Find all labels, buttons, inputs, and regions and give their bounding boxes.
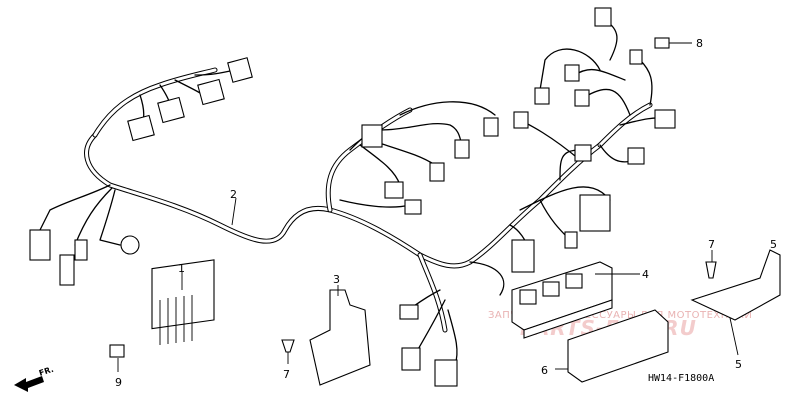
- connector: [361, 124, 383, 148]
- callout-3: 3: [333, 273, 340, 286]
- bolt: [654, 37, 670, 49]
- connector: [74, 239, 88, 261]
- connectors: [29, 7, 676, 387]
- connector: [120, 235, 140, 255]
- callout-7: 7: [283, 368, 290, 381]
- front-direction-indicator: FR.: [14, 365, 55, 392]
- connector: [404, 199, 422, 215]
- connector: [127, 114, 155, 142]
- clip: [705, 261, 717, 279]
- connector: [399, 304, 419, 320]
- connector: [654, 109, 676, 129]
- connector: [227, 57, 253, 83]
- fuse-box-cover: [567, 309, 669, 383]
- connector: [483, 117, 499, 137]
- connector: [157, 96, 185, 124]
- connector: [629, 49, 643, 65]
- callouts: 1 2 3 4 5 5 6 7 7 8 9: [115, 37, 777, 389]
- callout-1: 1: [178, 262, 185, 275]
- leader-lines: [117, 42, 739, 372]
- connector: [59, 254, 75, 286]
- connector: [579, 194, 611, 232]
- connector: [594, 7, 612, 27]
- callout-6: 6: [541, 364, 548, 377]
- connector: [564, 231, 578, 249]
- connector: [454, 139, 470, 159]
- connector: [574, 144, 592, 162]
- branch-wires: [39, 19, 666, 366]
- clip: [281, 339, 295, 353]
- arrow-left-icon: [14, 376, 44, 392]
- connector: [627, 147, 645, 165]
- callout-7: 7: [708, 238, 715, 251]
- connector: [401, 347, 421, 371]
- direction-label: FR.: [38, 365, 55, 378]
- connector: [384, 181, 404, 199]
- connector: [511, 239, 535, 273]
- callout-4: 4: [642, 268, 649, 281]
- callout-8: 8: [696, 37, 703, 50]
- bracket: [309, 289, 371, 386]
- callout-5: 5: [770, 238, 777, 251]
- connector: [429, 162, 445, 182]
- regulator-rectifier: [151, 259, 215, 345]
- connector: [197, 78, 225, 106]
- connector: [534, 87, 550, 105]
- connector: [564, 64, 580, 82]
- connector: [434, 359, 458, 387]
- bracket-plate: [690, 249, 781, 321]
- callout-9: 9: [115, 376, 122, 389]
- connector: [574, 89, 590, 107]
- connector: [29, 229, 51, 261]
- connector: [513, 111, 529, 129]
- callout-2: 2: [230, 188, 237, 201]
- callout-5: 5: [735, 358, 742, 371]
- bolt: [109, 344, 125, 358]
- diagram-code: HW14-F1800A: [648, 373, 714, 384]
- fuse-box: [511, 261, 613, 339]
- watermark-tagline: ЗАПЧАСТИ И АКСЕССУАРЫ ДЛЯ МОТОТЕХНИКИ: [488, 310, 752, 321]
